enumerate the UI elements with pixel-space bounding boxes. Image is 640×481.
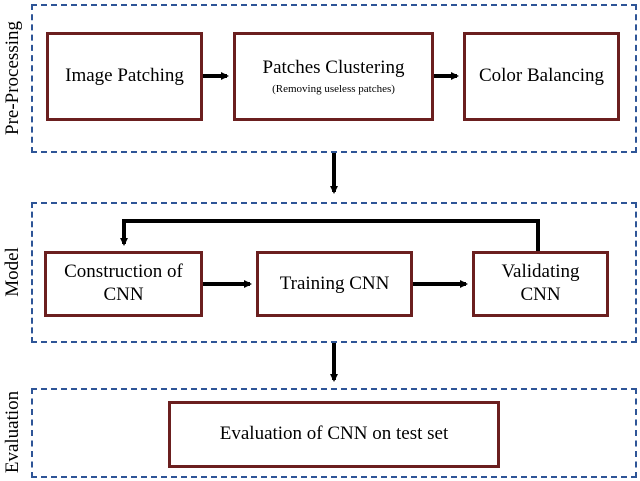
evaluation-cnn-text: Evaluation of CNN on test set (219, 423, 449, 445)
patches-clustering-box: Patches Clustering (Removing useless pat… (233, 32, 434, 121)
image-patching-box: Image Patching (46, 32, 203, 121)
validating-cnn-line1: Validating (501, 261, 580, 283)
validating-cnn-box: Validating CNN (472, 251, 609, 317)
color-balancing-box: Color Balancing (463, 32, 620, 121)
arrow-validating-feedback-loop (120, 219, 540, 251)
construction-cnn-box: Construction of CNN (44, 251, 203, 317)
model-group (31, 202, 637, 343)
color-balancing-text: Color Balancing (478, 65, 605, 87)
patches-clustering-text: Patches Clustering (262, 56, 405, 78)
preprocessing-group (31, 4, 637, 153)
image-patching-text: Image Patching (65, 65, 184, 87)
validating-cnn-line2: CNN (520, 284, 561, 305)
training-cnn-text: Training CNN (279, 272, 390, 294)
evaluation-group (31, 388, 637, 478)
patches-clustering-note: (Removing useless patches) (272, 83, 395, 96)
training-cnn-box: Training CNN (256, 251, 413, 317)
evaluation-cnn-box: Evaluation of CNN on test set (168, 401, 500, 468)
construction-cnn-line1: Construction of (64, 261, 183, 283)
construction-cnn-line2: CNN (103, 284, 144, 305)
